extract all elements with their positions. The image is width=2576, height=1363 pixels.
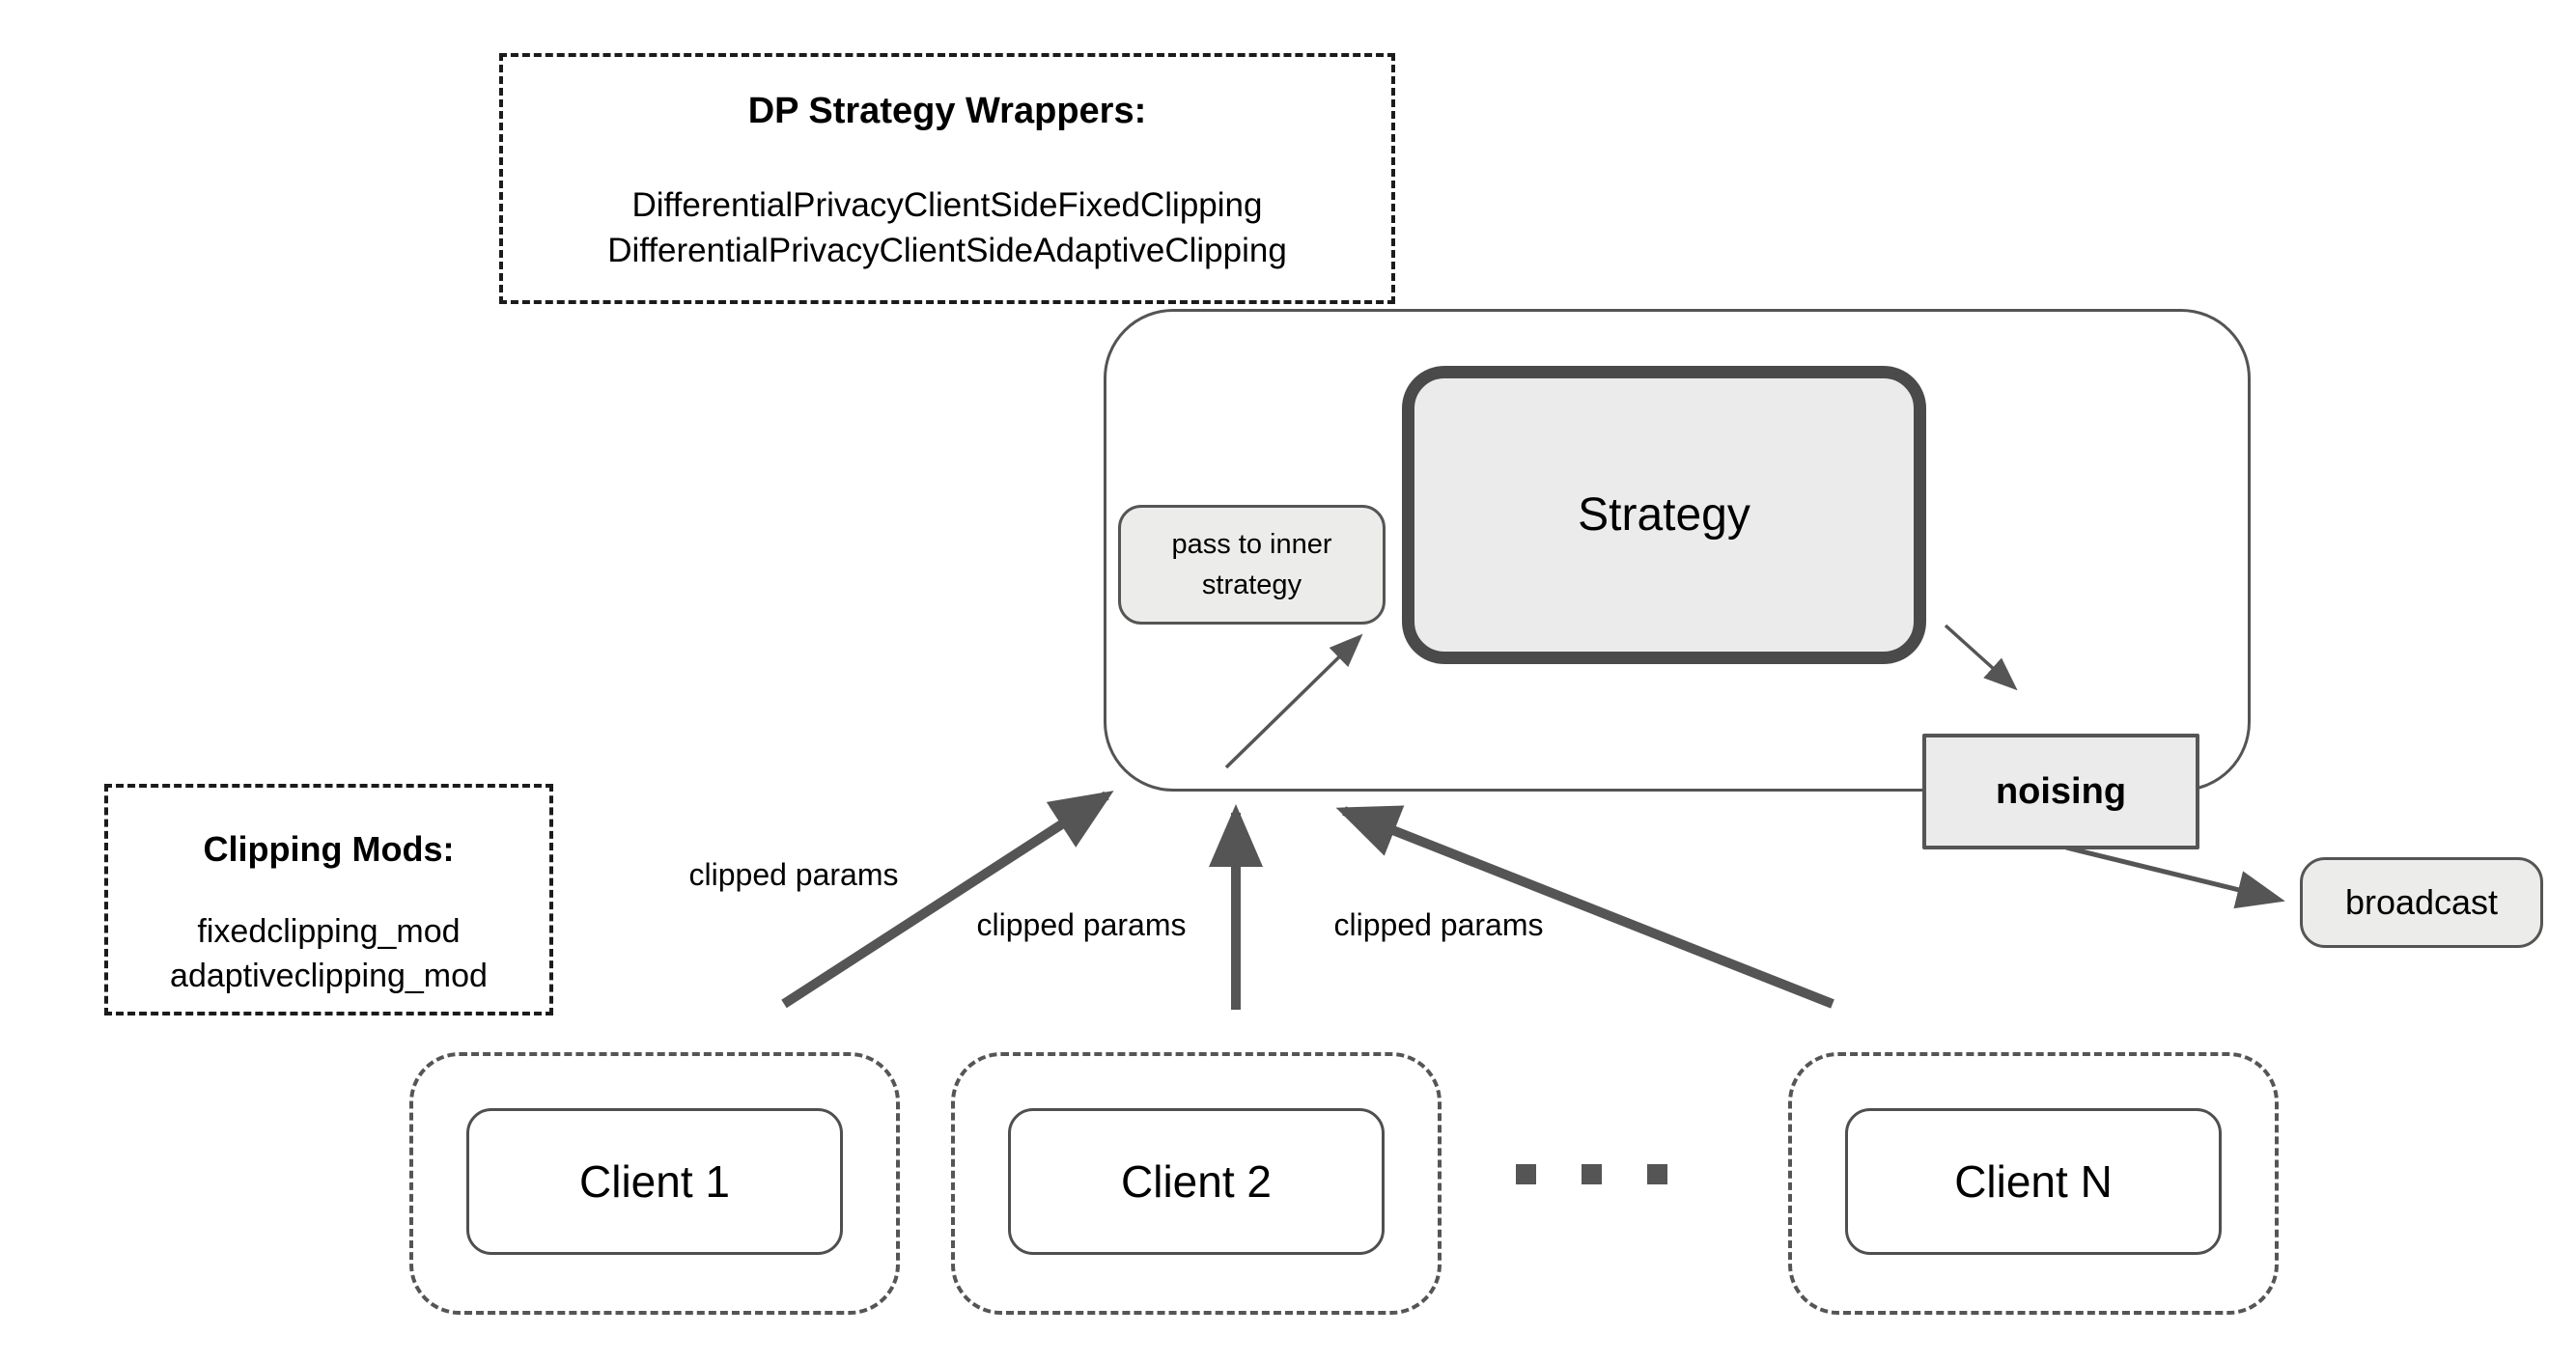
client-N-box: Client N <box>1845 1108 2222 1255</box>
clipped-params-label-2: clipped params <box>976 907 1187 942</box>
broadcast-label: broadcast <box>2344 882 2499 922</box>
ellipsis-dot-3 <box>1647 1164 1667 1184</box>
clients-ellipsis <box>1516 1164 1667 1184</box>
strategy-box: Strategy <box>1402 366 1926 664</box>
noising-box: noising <box>1922 734 2199 849</box>
ellipsis-dot-1 <box>1516 1164 1536 1184</box>
clipping-mods-box: Clipping Mods: fixedclipping_mod adaptiv… <box>104 784 553 1015</box>
client-1-label: Client 1 <box>579 1156 730 1207</box>
client-1-box: Client 1 <box>466 1108 843 1255</box>
dp-wrapper-class-adaptive: DifferentialPrivacyClientSideAdaptiveCli… <box>607 231 1287 269</box>
pass-to-inner-strategy-label: pass to inner strategy <box>1171 528 1332 600</box>
strategy-label: Strategy <box>1578 489 1750 541</box>
clipped-params-label-3: clipped params <box>1333 907 1544 942</box>
ellipsis-dot-2 <box>1582 1164 1602 1184</box>
clipping-mods-title: Clipping Mods: <box>203 829 455 869</box>
pass-to-inner-strategy-box: pass to inner strategy <box>1118 505 1386 625</box>
noising-label: noising <box>1995 770 2127 812</box>
arrow-client1-to-server <box>781 791 1114 1009</box>
broadcast-box: broadcast <box>2300 857 2543 948</box>
dp-strategy-wrappers-title: DP Strategy Wrappers: <box>747 91 1147 131</box>
dp-strategy-wrappers-box: DP Strategy Wrappers: DifferentialPrivac… <box>499 53 1395 304</box>
dp-wrapper-class-fixed: DifferentialPrivacyClientSideFixedClippi… <box>631 185 1263 224</box>
client-N-label: Client N <box>1954 1156 2113 1207</box>
client-2-box: Client 2 <box>1008 1108 1385 1255</box>
clipping-mod-adaptive: adaptiveclipping_mod <box>170 958 488 995</box>
clipping-mod-fixed: fixedclipping_mod <box>197 913 461 951</box>
clipped-params-label-1: clipped params <box>688 857 899 892</box>
client-2-label: Client 2 <box>1121 1156 1272 1207</box>
arrow-noising-to-broadcast <box>2065 845 2285 909</box>
